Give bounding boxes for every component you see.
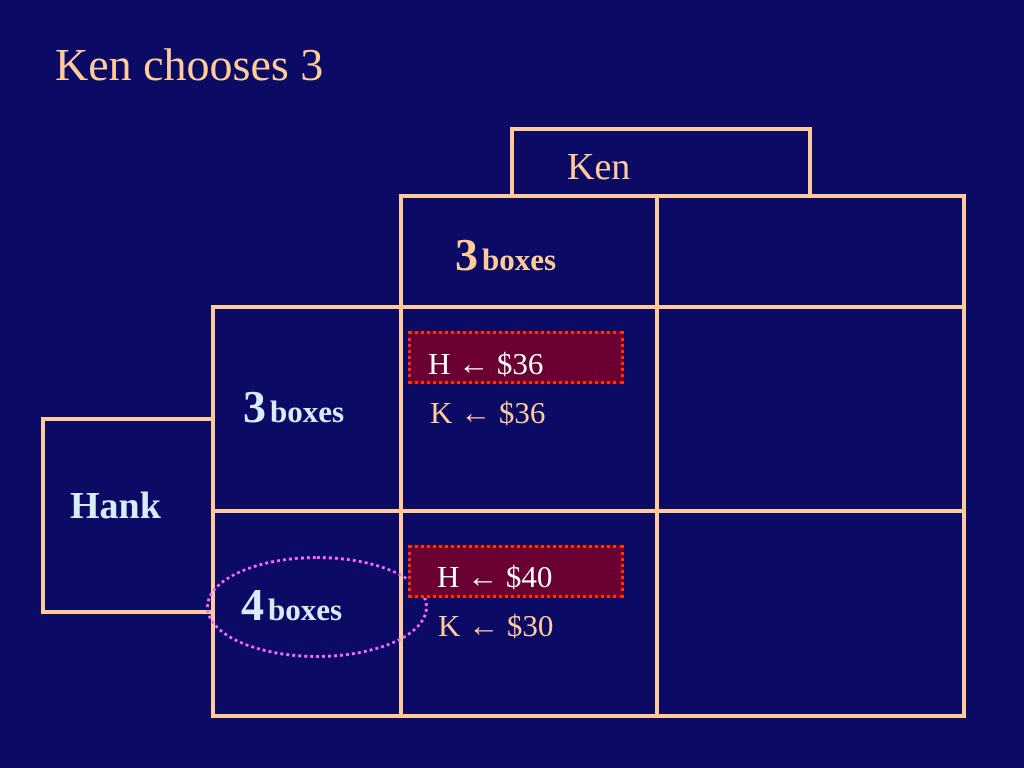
slide-title: Ken chooses 3: [55, 39, 324, 90]
ken-payoff: K ← $30: [438, 608, 554, 643]
hank-payoff: H ← $40: [437, 559, 553, 594]
selection-ellipse: [206, 556, 428, 658]
column-player-name: Ken: [567, 146, 631, 188]
hank-payoff-highlight: [408, 331, 624, 384]
row-option-unit: boxes: [268, 592, 343, 627]
column-option-unit: boxes: [482, 242, 557, 277]
hank-side-tab: [41, 417, 215, 614]
row-option-number: 3: [243, 381, 266, 432]
row-player-name: Hank: [70, 485, 161, 527]
row-option-number: 4: [241, 579, 264, 630]
hank-payoff-highlight: [408, 545, 624, 598]
column-header-3-boxes: 3 boxes: [455, 232, 556, 278]
hank-payoff: H ← $36: [428, 346, 544, 381]
column-option-number: 3: [455, 229, 478, 280]
row-header-3-boxes: 3 boxes: [243, 384, 344, 430]
row-option-unit: boxes: [270, 394, 345, 429]
ken-payoff: K ← $36: [430, 395, 546, 430]
ken-header-tab: [510, 127, 812, 198]
row-header-4-boxes: 4 boxes: [241, 582, 342, 628]
